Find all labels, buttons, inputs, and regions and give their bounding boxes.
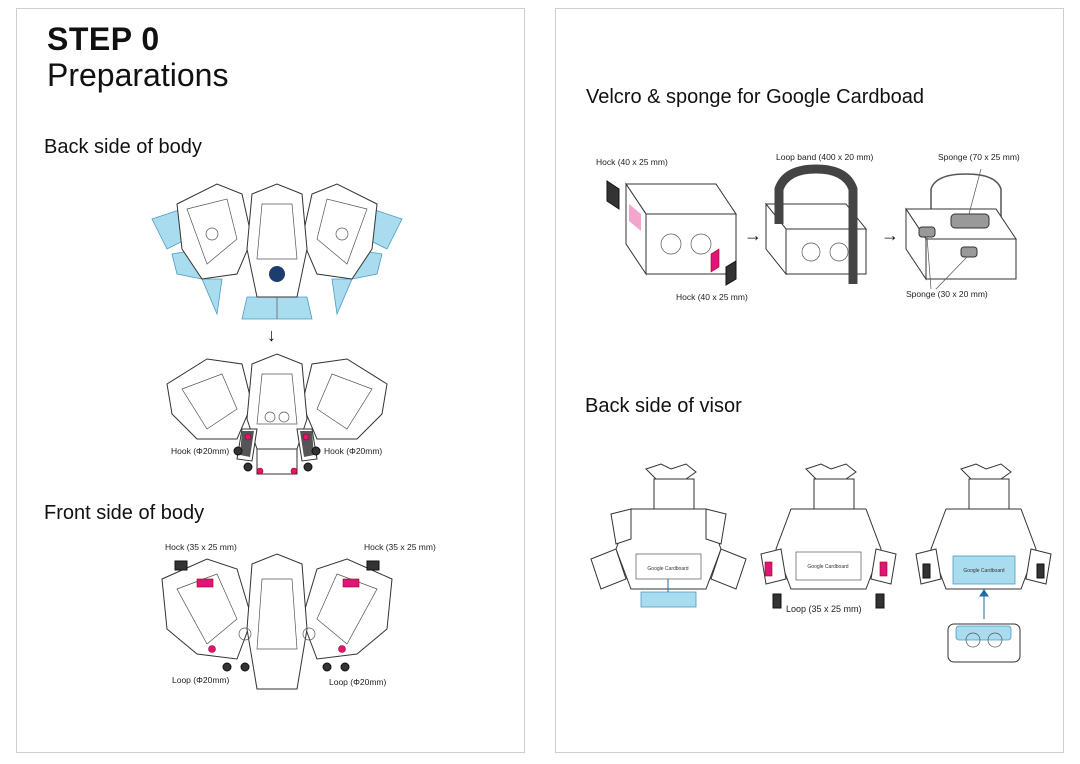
- left-page: STEP 0 Preparations Back side of body ↓: [16, 8, 525, 753]
- hook-label-right: Hook (Φ20mm): [324, 446, 383, 456]
- velcro-heading: Velcro & sponge for Google Cardboad: [586, 86, 924, 108]
- visor-diagram-1: Google Cardboard: [590, 463, 747, 608]
- back-body-heading: Back side of body: [44, 136, 202, 158]
- hock-label-bottom: Hock (40 x 25 mm): [676, 292, 748, 302]
- sponge-large-label: Sponge (70 x 25 mm): [938, 152, 1020, 162]
- front-body-heading: Front side of body: [44, 502, 205, 524]
- front-body-diagram: [161, 553, 393, 690]
- visor-heading: Back side of visor: [585, 395, 742, 417]
- hock-label-top: Hock (40 x 25 mm): [596, 157, 668, 167]
- visor-diagram-3: Google Cardboard: [915, 463, 1052, 663]
- back-body-diagram-after: [166, 353, 388, 475]
- velcro-arrow-1: →: [744, 225, 762, 245]
- down-arrow: ↓: [267, 325, 276, 345]
- visor-panel-text-3: Google Cardboard: [963, 568, 1004, 574]
- loop-band-label: Loop band (400 x 20 mm): [776, 152, 874, 162]
- velcro-arrow-2: →: [881, 225, 899, 245]
- visor-panel-text-1: Google Cardboard: [647, 566, 688, 572]
- visor-diagram-2: Google Cardboard: [760, 463, 897, 609]
- step-subtitle: Preparations: [47, 57, 229, 93]
- cardboard-hock-diagram: [606, 180, 737, 286]
- step-title: STEP 0: [47, 21, 160, 57]
- hook-label-left: Hook (Φ20mm): [171, 446, 230, 456]
- right-page: Velcro & sponge for Google Cardboad Hock…: [555, 8, 1064, 753]
- loop-label-left: Loop (Φ20mm): [172, 675, 230, 685]
- visor-loop-label: Loop (35 x 25 mm): [786, 604, 862, 614]
- loop-label-right: Loop (Φ20mm): [329, 677, 387, 687]
- sponge-small-label: Sponge (30 x 20 mm): [906, 289, 988, 299]
- cardboard-band-diagram: [764, 164, 868, 284]
- cardboard-sponge-diagram: [905, 168, 1017, 290]
- visor-panel-text-2: Google Cardboard: [807, 564, 848, 570]
- hock-label-right: Hock (35 x 25 mm): [364, 542, 436, 552]
- hock-label-left: Hock (35 x 25 mm): [165, 542, 237, 552]
- back-body-diagram-before: [151, 183, 403, 320]
